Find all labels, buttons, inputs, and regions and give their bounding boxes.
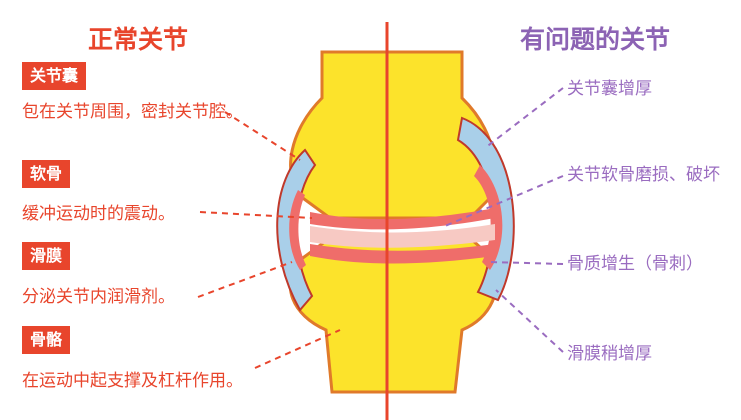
problem-joint-title: 有问题的关节 bbox=[520, 25, 671, 54]
bone-tag: 骨骼 bbox=[22, 326, 71, 354]
bone-spur-label: 骨质增生（骨刺） bbox=[567, 254, 703, 274]
cartilage-wear-label: 关节软骨磨损、破坏 bbox=[567, 165, 720, 185]
cartilage-leader bbox=[199, 211, 313, 219]
joint-cavity bbox=[310, 224, 495, 248]
cartilage-description: 缓冲运动时的震动。 bbox=[22, 204, 175, 224]
capsule-thickening-label: 关节囊增厚 bbox=[567, 79, 652, 99]
synovium-leader bbox=[197, 261, 293, 298]
normal-synovium bbox=[289, 190, 306, 270]
bone-spur-leader bbox=[489, 261, 564, 265]
bone-description: 在运动中起支撑及杠杆作用。 bbox=[22, 371, 243, 391]
capsule-leader bbox=[224, 111, 301, 161]
cartilage-tag: 软骨 bbox=[22, 160, 71, 188]
capsule-thickening-leader bbox=[484, 87, 564, 149]
normal-joint-title: 正常关节 bbox=[88, 25, 189, 54]
lower-cartilage bbox=[310, 244, 495, 264]
thickened-synovium bbox=[474, 165, 503, 270]
bone-leader bbox=[254, 329, 341, 369]
synovium-tag: 滑膜 bbox=[22, 242, 71, 270]
synovium-thickening-leader bbox=[495, 289, 564, 353]
synovium-description: 分泌关节内润滑剂。 bbox=[22, 287, 175, 307]
capsule-description: 包在关节周围，密封关节腔。 bbox=[22, 102, 243, 122]
capsule-tag: 关节囊 bbox=[22, 62, 87, 90]
synovium-thickening-label: 滑膜稍增厚 bbox=[567, 344, 652, 364]
